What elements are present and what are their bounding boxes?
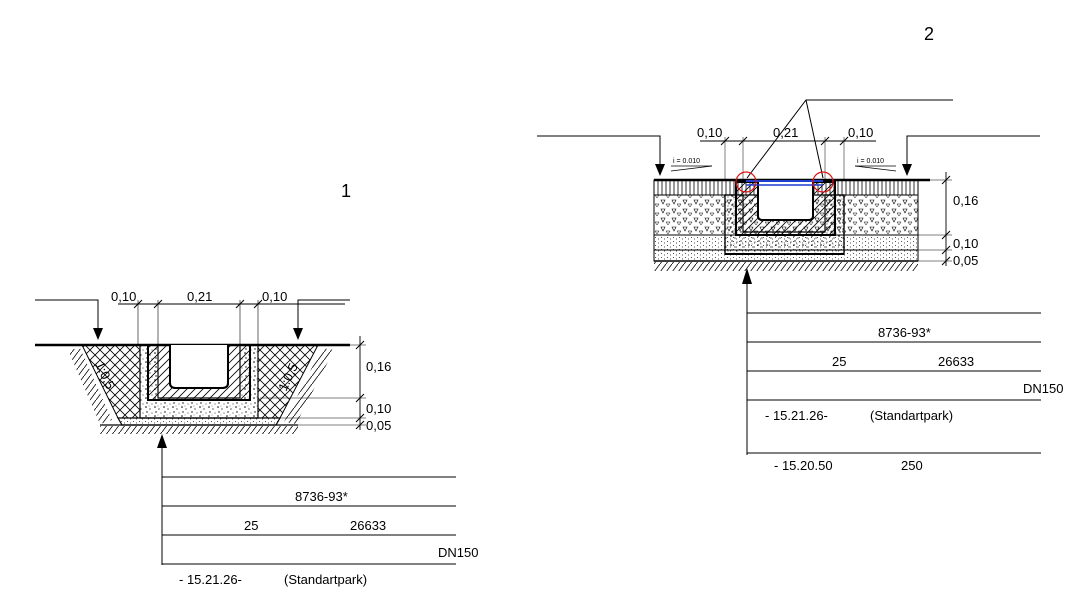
marker-left [735, 171, 757, 193]
callout-line-right [805, 99, 824, 179]
slope-right-label-2: i = 0.010 [857, 158, 884, 165]
table-row-brand: (Standartpark) [284, 572, 367, 587]
dim-right-label-2: 0,10 [848, 125, 873, 140]
annotation-table-1: 8736-93* 25 26633 DN150 - 15.21.26- (Sta… [162, 476, 478, 587]
right-pointer-line [297, 299, 350, 335]
table-row-spec-2: 8736-93* [878, 325, 931, 340]
table-row-elev2-2: - 15.20.50 [774, 458, 833, 473]
sand-base [116, 417, 282, 426]
height-bot-label: 0,05 [366, 418, 391, 433]
dim-left-label-2: 0,10 [697, 125, 722, 140]
annotation-table-2: 8736-93* 25 26633 DN150 - 15.21.26- (Sta… [747, 312, 1063, 473]
right-pointer-arrow [293, 328, 303, 340]
table-row-dn: DN150 [438, 545, 478, 560]
table-row-depth-2: 250 [901, 458, 923, 473]
drawing-1-number: 1 [341, 181, 351, 201]
dim-right-label: 0,10 [262, 289, 287, 304]
table-row-width-2: 25 [832, 354, 846, 369]
table-row-dn-2: DN150 [1023, 381, 1063, 396]
bottom-pointer-arrow [157, 434, 167, 448]
dim-left-label: 0,10 [111, 289, 136, 304]
height-top-label-2: 0,16 [953, 193, 978, 208]
table-row-elev: - 15.21.26- [179, 572, 242, 587]
marker-right [812, 171, 834, 193]
ground-left [68, 348, 112, 424]
height-top-label: 0,16 [366, 359, 391, 374]
left-pointer-line [35, 299, 99, 335]
table-row-width: 25 [244, 518, 258, 533]
channel-inner [169, 345, 229, 389]
dim-mid-label: 0,21 [187, 289, 212, 304]
height-mid-label: 0,10 [366, 401, 391, 416]
height-mid-label-2: 0,10 [953, 236, 978, 251]
table-row-code-2: 26633 [938, 354, 974, 369]
slope-left-label-2: i = 0.010 [673, 158, 700, 165]
left-pointer-arrow [93, 328, 103, 340]
table-row-brand-2: (Standartpark) [870, 408, 953, 423]
drawing-2-number: 2 [924, 24, 934, 44]
table-row-spec: 8736-93* [295, 489, 348, 504]
table-row-code: 26633 [350, 518, 386, 533]
table-row-elev-2: - 15.21.26- [765, 408, 828, 423]
dim-mid-label-2: 0,21 [773, 125, 798, 140]
left-pointer-line-2 [537, 135, 661, 170]
bottom-pointer-arrow-2 [742, 268, 752, 284]
ground-right [284, 348, 334, 424]
drawing-1: 1 0,10 0,21 0,10 1:0,5 1:0,5 [35, 181, 478, 587]
right-pointer-line-2 [906, 135, 1040, 170]
drawing-2: 2 0,10 0,21 0,10 i = 0.010 i = 0.010 [537, 24, 1063, 473]
height-bot-label-2: 0,05 [953, 253, 978, 268]
